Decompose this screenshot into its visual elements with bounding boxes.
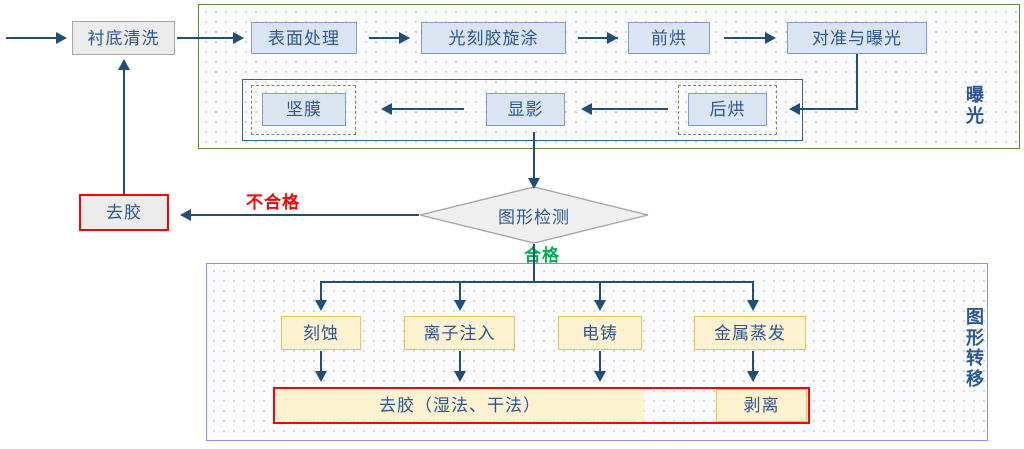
edge-strip-to-clean-line <box>123 70 125 194</box>
edge-surface-to-spin-arrowhead <box>399 32 410 44</box>
node-develop-label: 显影 <box>507 100 544 119</box>
node-resist-spin[interactable]: 光刻胶旋涂 <box>421 22 566 54</box>
node-resist-spin-label: 光刻胶旋涂 <box>448 28 539 48</box>
node-electroforming[interactable]: 电铸 <box>558 316 642 350</box>
node-strip-resist-label: 去胶 <box>106 203 142 222</box>
pattern-transfer-group-label-char-1: 图 <box>966 307 984 327</box>
node-etch-label: 刻蚀 <box>303 323 339 343</box>
node-liftoff[interactable]: 剥离 <box>716 389 807 422</box>
edge-ion-to-strip-arrowhead <box>454 371 466 382</box>
edge-pass-line <box>533 244 535 282</box>
exposure-return-path-frame <box>242 79 803 141</box>
node-inspection-label: 图形检测 <box>498 207 570 227</box>
edge-etch-to-strip-line <box>320 351 322 373</box>
edge-electro-to-strip-line <box>599 351 601 373</box>
edge-clean-to-surface-arrowhead <box>233 32 244 44</box>
node-post-bake[interactable]: 后烘 <box>688 93 767 126</box>
edge-bus-drop-etch-line <box>320 281 322 303</box>
edge-bus-drop-ion-arrowhead <box>454 300 466 311</box>
node-metal-evaporation-label: 金属蒸发 <box>714 323 786 343</box>
node-develop[interactable]: 显影 <box>486 93 565 126</box>
pattern-transfer-group-label: 图 形 转 移 <box>962 307 988 390</box>
bottom-strip-highlight-frame <box>273 387 810 424</box>
hard-bake-dashed-frame <box>251 85 356 135</box>
edge-exposure-to-inspection-arrowhead <box>528 178 540 189</box>
node-strip-wet-dry[interactable]: 去胶（湿法、干法） <box>276 390 644 421</box>
edge-prebake-to-expose-line <box>724 37 774 39</box>
node-post-bake-label: 后烘 <box>709 100 746 119</box>
node-electroforming-label: 电铸 <box>582 323 618 343</box>
node-strip-wet-dry-label: 去胶（湿法、干法） <box>379 396 541 415</box>
edge-postbake-to-develop-line <box>592 108 668 110</box>
node-liftoff-label: 剥离 <box>743 396 780 415</box>
edge-bus-drop-electro-line <box>599 281 601 303</box>
edge-bus-drop-electro-arrowhead <box>594 300 606 311</box>
exposure-group-label-char-1: 曝 <box>966 85 984 105</box>
edge-develop-to-hardbake-line <box>392 108 464 110</box>
edge-entry-line <box>6 37 56 39</box>
edge-postbake-to-develop-arrowhead <box>581 103 592 115</box>
edge-entry-arrowhead <box>56 32 67 44</box>
edge-distribution-bus <box>320 281 754 283</box>
edge-expose-left-arrowhead <box>789 103 800 115</box>
node-etch[interactable]: 刻蚀 <box>281 316 361 350</box>
edge-label-pass: 合格 <box>524 246 560 265</box>
node-ion-implant[interactable]: 离子注入 <box>404 316 515 350</box>
node-inspection-decision[interactable]: 图形检测 <box>419 186 649 244</box>
exposure-group-label: 曝 光 <box>962 85 988 126</box>
node-hard-bake[interactable]: 坚膜 <box>262 93 346 126</box>
node-metal-evaporation[interactable]: 金属蒸发 <box>694 316 806 350</box>
edge-etch-to-strip-arrowhead <box>315 371 327 382</box>
node-surface-treatment-label: 表面处理 <box>268 28 340 48</box>
edge-exposure-to-inspection-line <box>533 132 535 183</box>
node-ion-implant-label: 离子注入 <box>423 323 496 343</box>
edge-strip-to-clean-arrowhead <box>118 59 130 70</box>
edge-bus-drop-metal-arrowhead <box>747 300 759 311</box>
node-align-expose-label: 对准与曝光 <box>812 28 902 48</box>
edge-metal-to-liftoff-line <box>752 351 754 373</box>
node-hard-bake-label: 坚膜 <box>286 100 322 119</box>
pattern-transfer-group-label-char-3: 转 <box>966 348 984 369</box>
post-bake-dashed-frame <box>678 85 777 135</box>
edge-develop-to-hardbake-arrowhead <box>381 103 392 115</box>
node-surface-treatment[interactable]: 表面处理 <box>251 22 357 54</box>
edge-clean-to-surface-line <box>177 37 233 39</box>
edge-surface-to-spin-line <box>369 37 409 39</box>
edge-electro-to-strip-arrowhead <box>594 371 606 382</box>
edge-bus-drop-etch-arrowhead <box>315 300 327 311</box>
edge-ion-to-strip-line <box>459 351 461 373</box>
pattern-transfer-group-label-char-2: 形 <box>966 327 984 348</box>
edge-metal-to-liftoff-arrowhead <box>747 371 759 382</box>
edge-bus-drop-metal-line <box>752 281 754 303</box>
node-substrate-clean[interactable]: 衬底清洗 <box>72 21 175 55</box>
node-strip-resist[interactable]: 去胶 <box>79 194 169 231</box>
edge-bus-drop-ion-line <box>459 281 461 303</box>
edge-prebake-to-expose-arrowhead <box>765 32 776 44</box>
node-substrate-clean-label: 衬底清洗 <box>87 28 160 48</box>
node-inspection-label-wrap: 图形检测 <box>419 186 649 244</box>
edge-spin-to-prebake-line <box>578 37 618 39</box>
edge-fail-arrowhead <box>180 209 191 221</box>
edge-fail-line <box>191 214 419 216</box>
edge-label-fail: 不合格 <box>246 193 300 212</box>
pattern-transfer-group-frame <box>206 263 988 441</box>
exposure-group-label-char-2: 光 <box>966 105 984 126</box>
node-pre-bake[interactable]: 前烘 <box>628 22 710 54</box>
edge-expose-down-line <box>856 54 858 110</box>
exposure-group-frame <box>198 4 1020 149</box>
node-align-expose[interactable]: 对准与曝光 <box>787 22 927 54</box>
edge-spin-to-prebake-arrowhead <box>607 32 618 44</box>
edge-expose-left-line <box>800 108 858 110</box>
node-pre-bake-label: 前烘 <box>651 28 687 48</box>
pattern-transfer-group-label-char-4: 移 <box>966 369 984 390</box>
